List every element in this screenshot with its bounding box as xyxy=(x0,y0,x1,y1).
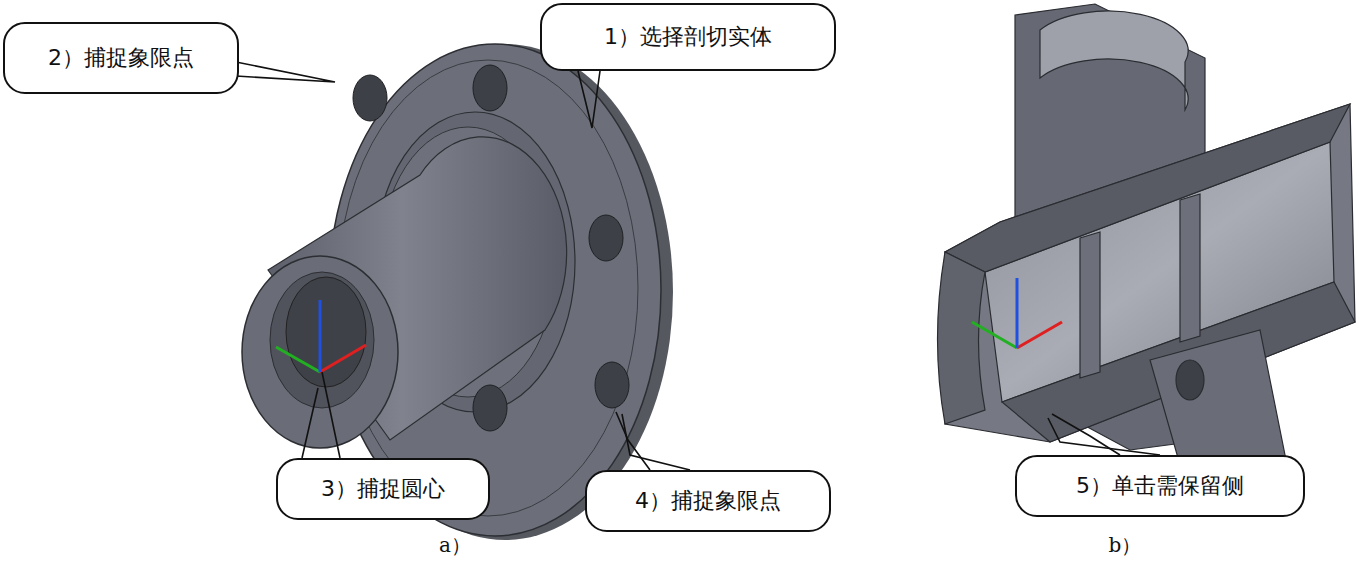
callout-text: 1）选择剖切实体 xyxy=(604,22,772,52)
callout-bubble: 4）捕捉象限点 xyxy=(585,470,831,532)
callout-bubble: 5）单击需保留侧 xyxy=(1015,455,1305,517)
callout-text: 4）捕捉象限点 xyxy=(635,486,781,516)
ucs-icon xyxy=(276,300,366,372)
callout-text: 3）捕捉圆心 xyxy=(321,474,445,504)
subfigure-label: b） xyxy=(1109,532,1142,559)
callout-bubble: 1）选择剖切实体 xyxy=(540,3,836,71)
subfigure-label: a） xyxy=(439,532,471,559)
callout-text: 2）捕捉象限点 xyxy=(48,43,194,73)
flange-part xyxy=(242,44,673,540)
leader-lines xyxy=(236,62,1160,470)
callout-bubble: 2）捕捉象限点 xyxy=(3,22,239,94)
section-part xyxy=(938,4,1356,500)
ucs-icon xyxy=(972,278,1062,348)
callout-text: 5）单击需保留侧 xyxy=(1076,471,1244,501)
callout-bubble: 3）捕捉圆心 xyxy=(276,458,490,520)
